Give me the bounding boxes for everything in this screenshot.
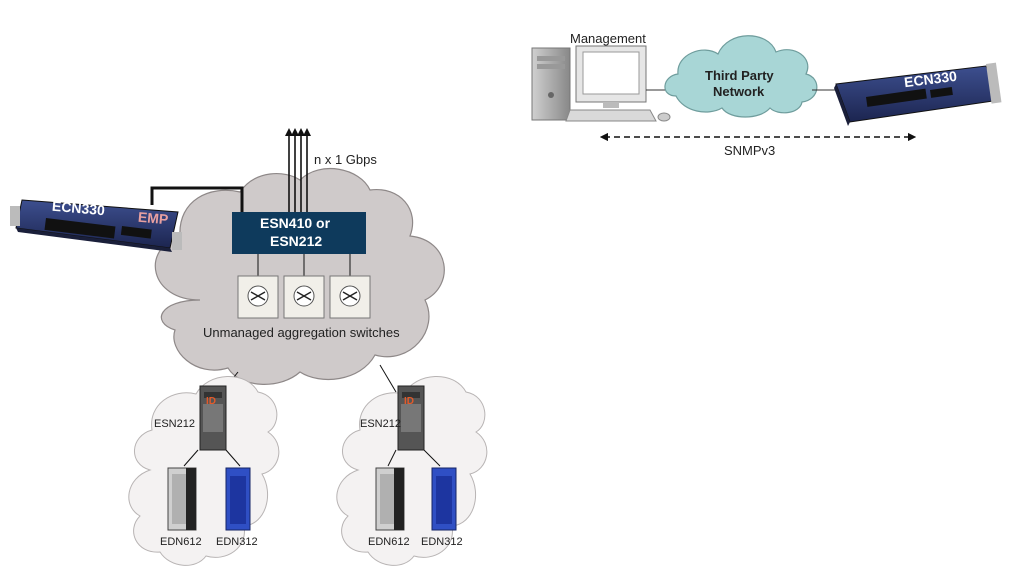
esn212-right-label: ESN212 bbox=[360, 418, 401, 430]
esn-box-line1: ESN410 or bbox=[260, 215, 331, 231]
third-party-network-line2: Network bbox=[713, 84, 765, 99]
edn612-right-device bbox=[375, 467, 405, 531]
esn212-left-device: ID bbox=[199, 385, 227, 451]
ecn330-left-switch bbox=[10, 199, 182, 252]
esn212-right-device: ID bbox=[397, 385, 425, 451]
edn312-left-label: EDN312 bbox=[216, 536, 258, 548]
esn-box bbox=[232, 212, 366, 254]
management-pc-icon bbox=[531, 45, 671, 122]
esn-box-line2: ESN212 bbox=[270, 233, 323, 249]
third-party-network-line1: Third Party bbox=[705, 68, 774, 83]
esn212-left-label: ESN212 bbox=[154, 418, 195, 430]
third-party-network-cloud bbox=[664, 35, 818, 118]
edn612-left-label: EDN612 bbox=[160, 536, 202, 548]
uplink-label: n x 1 Gbps bbox=[314, 152, 377, 167]
ecn330-right-switch bbox=[834, 62, 1002, 126]
svg-text:ID: ID bbox=[206, 396, 216, 407]
edn312-right-label: EDN312 bbox=[421, 536, 463, 548]
uplink-arrows bbox=[285, 128, 311, 212]
edn312-left-device bbox=[225, 467, 251, 531]
unmanaged-label: Unmanaged aggregation switches bbox=[203, 325, 400, 340]
snmp-label: SNMPv3 bbox=[724, 143, 776, 158]
unmanaged-switch-2 bbox=[283, 275, 325, 319]
unmanaged-switch-1 bbox=[237, 275, 279, 319]
edn612-right-label: EDN612 bbox=[368, 536, 410, 548]
emp-label: EMP bbox=[137, 208, 169, 228]
svg-text:ID: ID bbox=[404, 396, 414, 407]
unmanaged-switch-3 bbox=[329, 275, 371, 319]
edn312-right-device bbox=[431, 467, 457, 531]
edn612-left-device bbox=[167, 467, 197, 531]
management-label: Management bbox=[570, 31, 646, 46]
